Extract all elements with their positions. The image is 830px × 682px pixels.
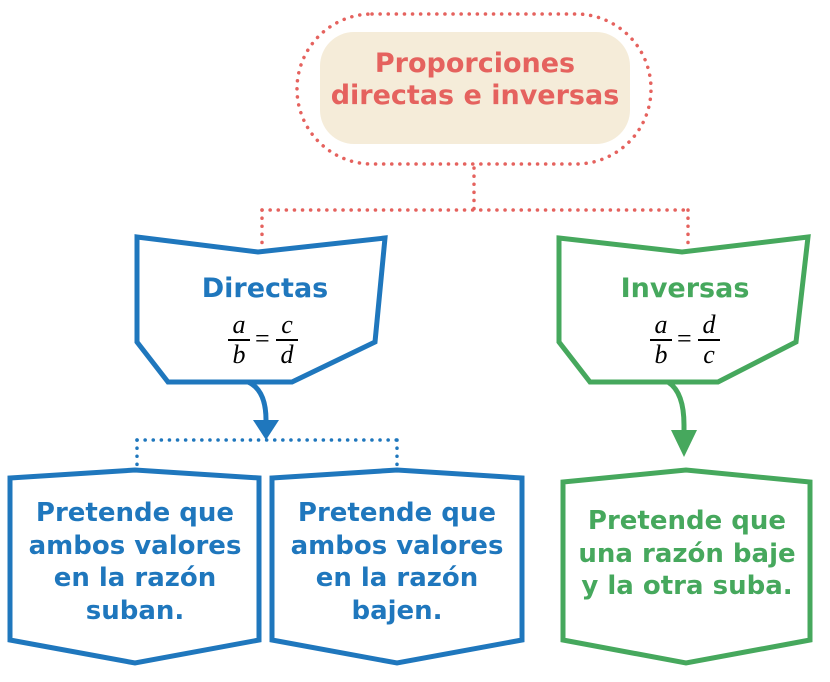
inversas-fraction-right: d c: [698, 312, 720, 368]
root-node: [320, 32, 630, 144]
fraction-bar: [228, 339, 250, 341]
inversas-equals: =: [677, 324, 692, 353]
fraction-bar: [650, 339, 672, 341]
inversas-node: [556, 234, 811, 385]
directas-equals: =: [255, 324, 270, 353]
fraction-denominator: c: [703, 340, 715, 369]
inversas-label: Inversas: [620, 273, 750, 304]
box-suban-text: Pretende que ambos valores en la razón s…: [28, 498, 242, 626]
fraction-denominator: b: [232, 340, 246, 369]
fraction-numerator: a: [232, 310, 246, 339]
inversas-fraction-left: a b: [650, 312, 672, 368]
fraction-numerator: c: [281, 310, 293, 339]
directas-node: [134, 234, 388, 385]
fraction-bar: [276, 339, 298, 341]
inversas-arrowhead: [671, 430, 697, 457]
box-bajen-text: Pretende que ambos valores en la razón b…: [290, 498, 504, 626]
fraction-denominator: b: [654, 340, 668, 369]
root-node-border: [295, 12, 653, 166]
inversas-arrow: [666, 379, 687, 432]
directas-fraction-left: a b: [228, 312, 250, 368]
fraction-numerator: d: [702, 310, 716, 339]
directas-label: Directas: [201, 273, 329, 304]
box-suban: [7, 467, 262, 666]
fraction-denominator: d: [280, 340, 294, 369]
box-inversa-text: Pretende que una razón baje y la otra su…: [578, 506, 796, 601]
root-title: Proporciones directas e inversas: [330, 48, 620, 111]
directas-fraction-right: c d: [276, 312, 298, 368]
directas-arrow: [246, 379, 269, 424]
directas-split: [135, 438, 399, 472]
box-bajen: [269, 467, 525, 666]
fraction-bar: [698, 339, 720, 341]
box-inversa: [560, 467, 813, 666]
fraction-numerator: a: [654, 310, 668, 339]
directas-arrowhead: [253, 420, 279, 440]
root-connectors: [260, 166, 690, 248]
